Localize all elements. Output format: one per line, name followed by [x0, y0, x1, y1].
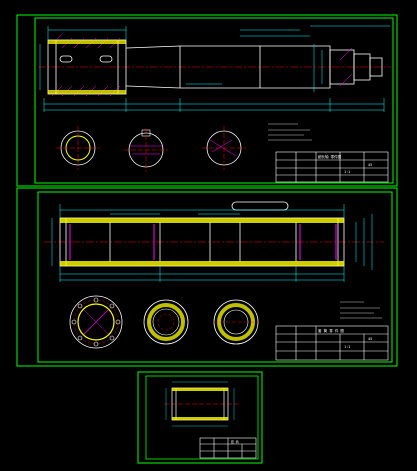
- small-sleeve-dimensions: [165, 381, 235, 427]
- sleeve-end-view-right: [213, 299, 259, 345]
- sheet-2-material: 45: [368, 337, 372, 341]
- sheet-1-material: 45: [368, 163, 372, 167]
- sheet-2-title-block: [275, 325, 389, 361]
- sleeve-end-view-middle: [143, 299, 189, 345]
- sheet-3-small-drawing: 套 筒: [137, 371, 263, 464]
- sleeve-end-view-flange: [69, 295, 123, 349]
- sheet-3-title: 套 筒: [231, 439, 239, 444]
- small-sleeve-walls: [172, 388, 228, 420]
- sheet-1-title-block: [275, 151, 389, 183]
- sheet-2-title: 套 筒 零 件 图: [318, 328, 344, 333]
- sheet-1-shaft-drawing: 细长轴 零件图 45 1:1: [16, 14, 398, 187]
- shaft-bore-walls: [48, 40, 126, 94]
- sleeve-dimensions: [51, 204, 373, 282]
- sleeve-inner-steps: [69, 224, 337, 260]
- sheet-1-scale: 1:1: [344, 170, 350, 174]
- sheet-1-title: 细长轴 零件图: [318, 154, 342, 159]
- sheet-2-technical-notes: [340, 301, 382, 319]
- shaft-cross-section-b: [124, 128, 168, 172]
- shaft-cross-section-a: [56, 126, 100, 170]
- sleeve-wall-hatch: [60, 218, 344, 266]
- shaft-cross-section-c: [202, 126, 246, 170]
- sheet-2-sleeve-drawing: 套 筒 零 件 图 45 1:1: [16, 187, 398, 367]
- sheet-2-scale: 1:1: [344, 345, 350, 349]
- sheet-3-title-block: [199, 437, 257, 459]
- shaft-dimensions: [39, 25, 390, 112]
- sheet-1-technical-notes: [268, 123, 312, 141]
